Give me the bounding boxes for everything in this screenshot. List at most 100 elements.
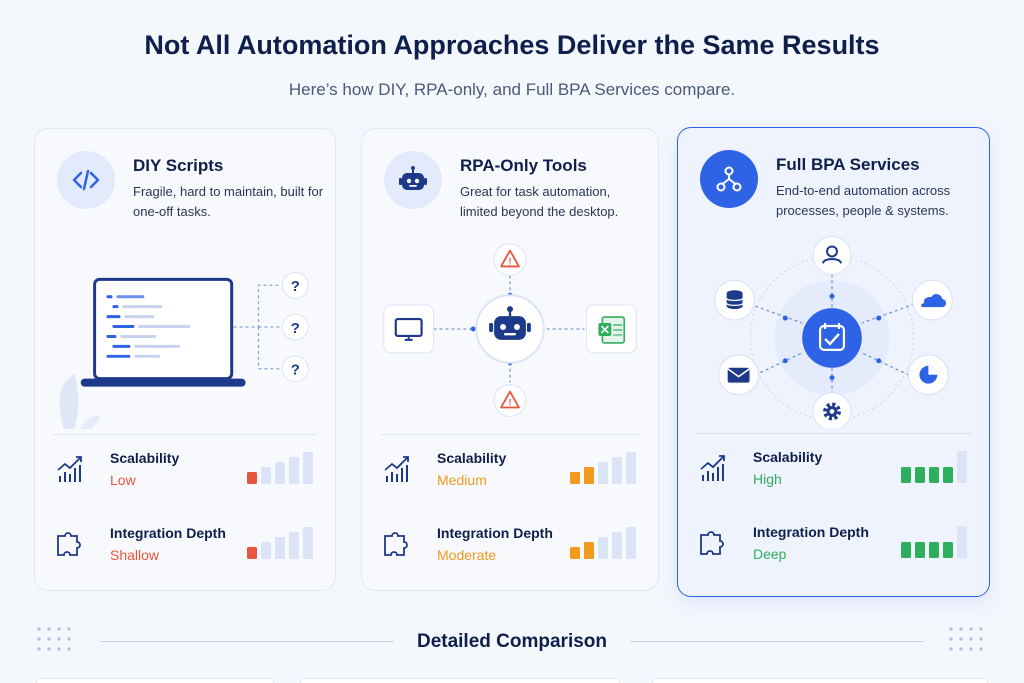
level-bars	[247, 452, 313, 484]
settings-gear-icon	[823, 402, 841, 421]
card-description: End-to-end automation across processes, …	[776, 183, 951, 218]
integration-depth-metric: Integration Depth Shallow	[35, 525, 335, 569]
database-icon	[726, 290, 744, 310]
card-rpa-only-tools[interactable]: RPA-Only Tools Great for task automation…	[361, 128, 659, 591]
hub-network-illustration	[714, 236, 953, 428]
level-bar	[915, 467, 925, 483]
robot-center-icon	[489, 306, 531, 340]
level-bar	[275, 462, 285, 484]
section-divider-left	[100, 641, 394, 642]
level-bar	[584, 542, 594, 559]
laptop-code-illustration: ? ? ?	[59, 271, 309, 429]
level-bar	[570, 472, 580, 484]
level-bar	[303, 452, 313, 484]
calendar-check-icon	[818, 323, 846, 351]
monitor-icon	[394, 317, 423, 341]
comparison-card-edge	[652, 678, 988, 683]
code-icon	[57, 151, 115, 209]
level-bar	[957, 526, 967, 558]
spreadsheet-icon	[598, 316, 626, 344]
level-bar	[261, 467, 271, 484]
integration-depth-metric: Integration Depth Moderate	[362, 525, 658, 569]
svg-text:!: !	[509, 397, 512, 407]
level-bar	[598, 537, 608, 559]
level-bar	[626, 452, 636, 484]
level-bar	[570, 547, 580, 559]
cloud-icon	[921, 294, 947, 308]
metric-label: Integration Depth	[437, 525, 553, 541]
page-title: Not All Automation Approaches Deliver th…	[144, 30, 880, 60]
robot-icon	[384, 151, 442, 209]
question-mark-icons: ? ? ?	[281, 271, 309, 383]
svg-text:?: ?	[291, 279, 300, 295]
metric-label: Scalability	[110, 450, 180, 466]
metric-label: Scalability	[753, 449, 823, 465]
level-bar	[626, 527, 636, 559]
card-description: Fragile, hard to maintain, built for one…	[133, 184, 324, 219]
user-icon	[822, 245, 842, 264]
level-bar	[289, 532, 299, 559]
metric-value: Shallow	[110, 547, 160, 563]
scalability-metric: Scalability High	[678, 449, 989, 493]
level-bars	[901, 526, 967, 558]
level-bar	[957, 451, 967, 483]
level-bar	[275, 537, 285, 559]
metric-value: Moderate	[437, 547, 497, 563]
level-bar	[929, 467, 939, 483]
decorative-dots	[949, 627, 983, 651]
level-bar	[915, 542, 925, 558]
puzzle-icon	[700, 531, 724, 555]
scalability-metric: Scalability Low	[35, 450, 335, 494]
level-bar	[247, 472, 257, 484]
card-full-bpa-services[interactable]: Full BPA Services End-to-end automation …	[677, 127, 990, 597]
card-title: Full BPA Services	[776, 155, 920, 174]
puzzle-icon	[384, 532, 408, 556]
comparison-card-edge	[300, 678, 620, 683]
svg-text:?: ?	[291, 321, 300, 337]
metric-value: Low	[110, 472, 136, 488]
level-bars	[247, 527, 313, 559]
level-bars	[570, 452, 636, 484]
level-bar	[261, 542, 271, 559]
pie-chart-icon	[919, 365, 938, 384]
robot-flow-illustration: ! !	[383, 243, 637, 417]
integration-depth-metric: Integration Depth Deep	[678, 524, 989, 568]
level-bar	[943, 542, 953, 558]
svg-text:!: !	[509, 256, 512, 266]
metric-label: Scalability	[437, 450, 507, 466]
level-bar	[598, 462, 608, 484]
decorative-dots	[37, 627, 71, 651]
svg-text:?: ?	[291, 363, 300, 379]
metric-value: Medium	[437, 472, 487, 488]
card-title: DIY Scripts	[133, 156, 224, 175]
warning-icons: ! !	[493, 243, 527, 417]
card-title: RPA-Only Tools	[460, 156, 587, 175]
level-bars	[570, 527, 636, 559]
workflow-icon	[700, 150, 758, 208]
level-bar	[612, 532, 622, 559]
level-bars	[901, 451, 967, 483]
puzzle-icon	[57, 532, 81, 556]
card-description: Great for task automation, limited beyon…	[460, 184, 619, 219]
level-bar	[289, 457, 299, 484]
section-title: Detailed Comparison	[416, 631, 608, 652]
level-bar	[901, 467, 911, 483]
page-subtitle: Here’s how DIY, RPA-only, and Full BPA S…	[288, 80, 736, 99]
level-bar	[612, 457, 622, 484]
metric-label: Integration Depth	[753, 524, 869, 540]
growth-chart-icon	[384, 456, 409, 482]
level-bar	[901, 542, 911, 558]
metric-value: High	[753, 471, 782, 487]
level-bar	[584, 467, 594, 484]
level-bar	[929, 542, 939, 558]
growth-chart-icon	[700, 455, 725, 481]
metric-value: Deep	[753, 546, 787, 562]
card-diy-scripts[interactable]: DIY Scripts Fragile, hard to maintain, b…	[34, 128, 336, 591]
level-bar	[943, 467, 953, 483]
metric-label: Integration Depth	[110, 525, 226, 541]
level-bar	[247, 547, 257, 559]
growth-chart-icon	[57, 456, 82, 482]
comparison-card-edge	[36, 678, 274, 683]
level-bar	[303, 527, 313, 559]
scalability-metric: Scalability Medium	[362, 450, 658, 494]
